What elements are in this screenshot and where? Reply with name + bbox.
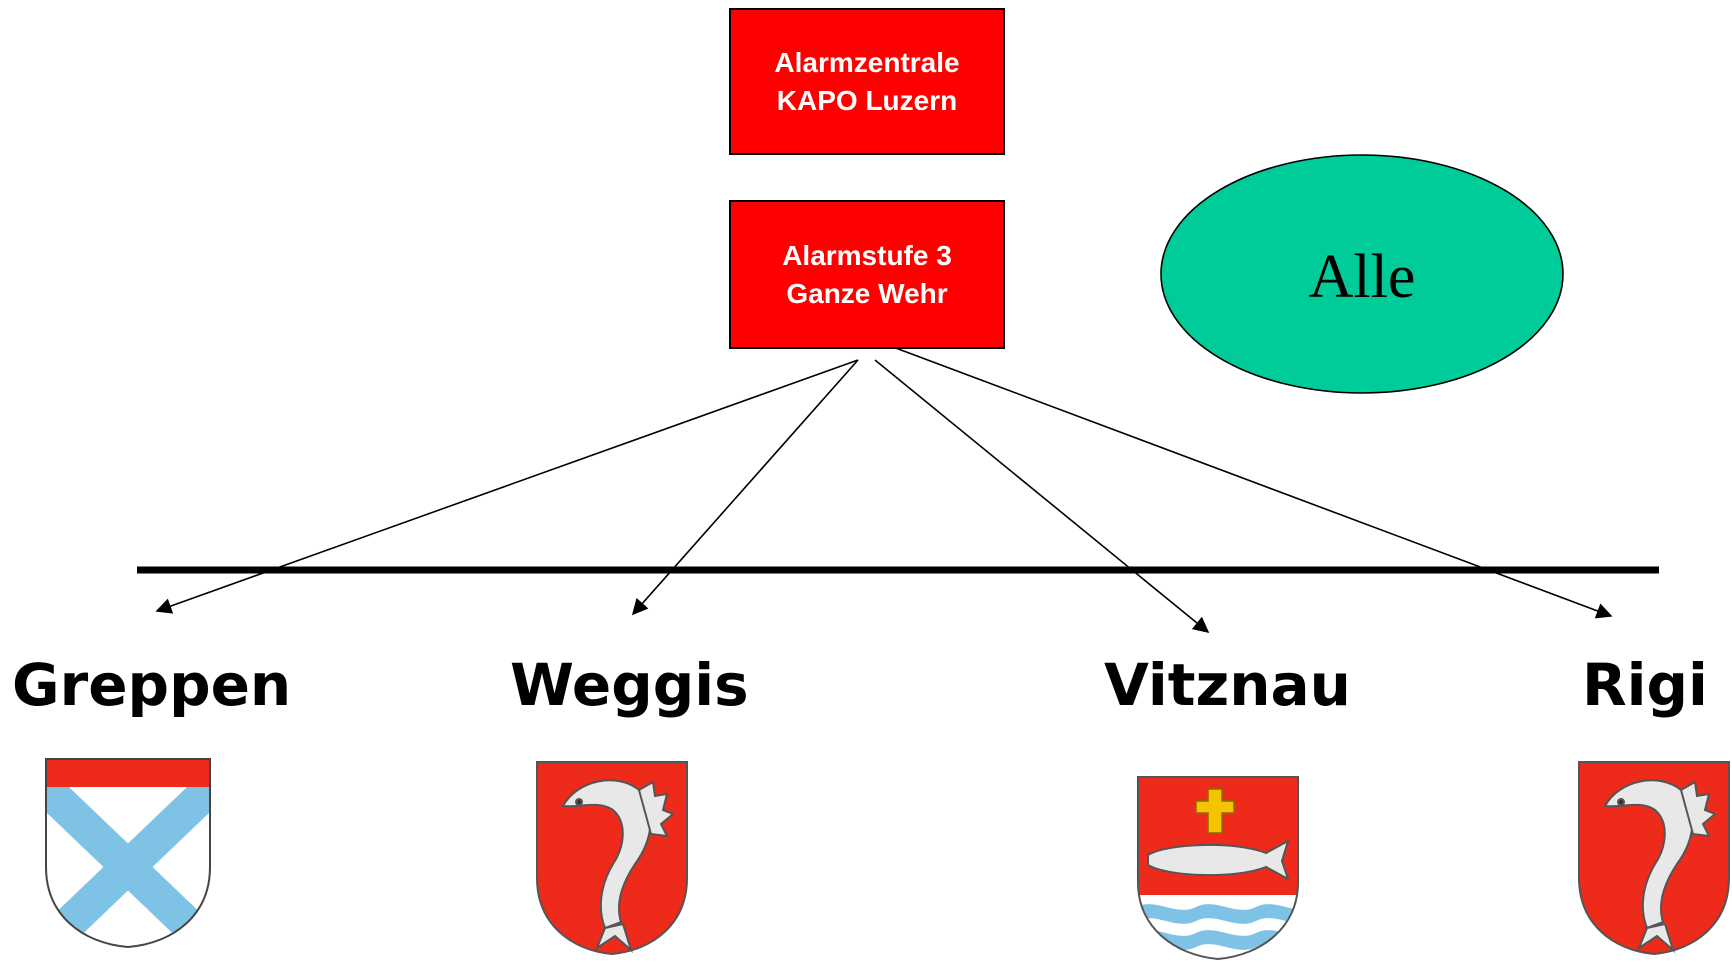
alarm-centre-line1: Alarmzentrale: [774, 46, 960, 78]
arrow-to-weggis: [631, 359, 859, 616]
rigi-crest-icon: [1578, 761, 1730, 956]
town-label-greppen: Greppen: [12, 651, 292, 719]
weggis-crest-icon: [536, 761, 688, 956]
arrow-to-vitznau: [874, 359, 1210, 634]
all-ellipse-label: Alle: [1309, 243, 1416, 311]
vitznau-crest-icon: [1137, 776, 1299, 961]
alarm-level-box: Alarmstufe 3 Ganze Wehr: [729, 200, 1005, 349]
alarm-level-line2: Ganze Wehr: [786, 277, 948, 309]
town-label-rigi: Rigi: [1582, 651, 1708, 719]
alarm-centre-line2: KAPO Luzern: [776, 84, 958, 116]
greppen-crest-icon: [45, 758, 211, 949]
all-ellipse: [1160, 154, 1564, 394]
arrow-to-rigi: [892, 346, 1613, 619]
alarm-centre-box: Alarmzentrale KAPO Luzern: [729, 8, 1005, 155]
town-label-weggis: Weggis: [510, 651, 749, 719]
arrow-to-greppen: [155, 359, 859, 614]
town-label-vitznau: Vitznau: [1104, 651, 1351, 719]
alarm-level-line1: Alarmstufe 3: [782, 239, 952, 271]
